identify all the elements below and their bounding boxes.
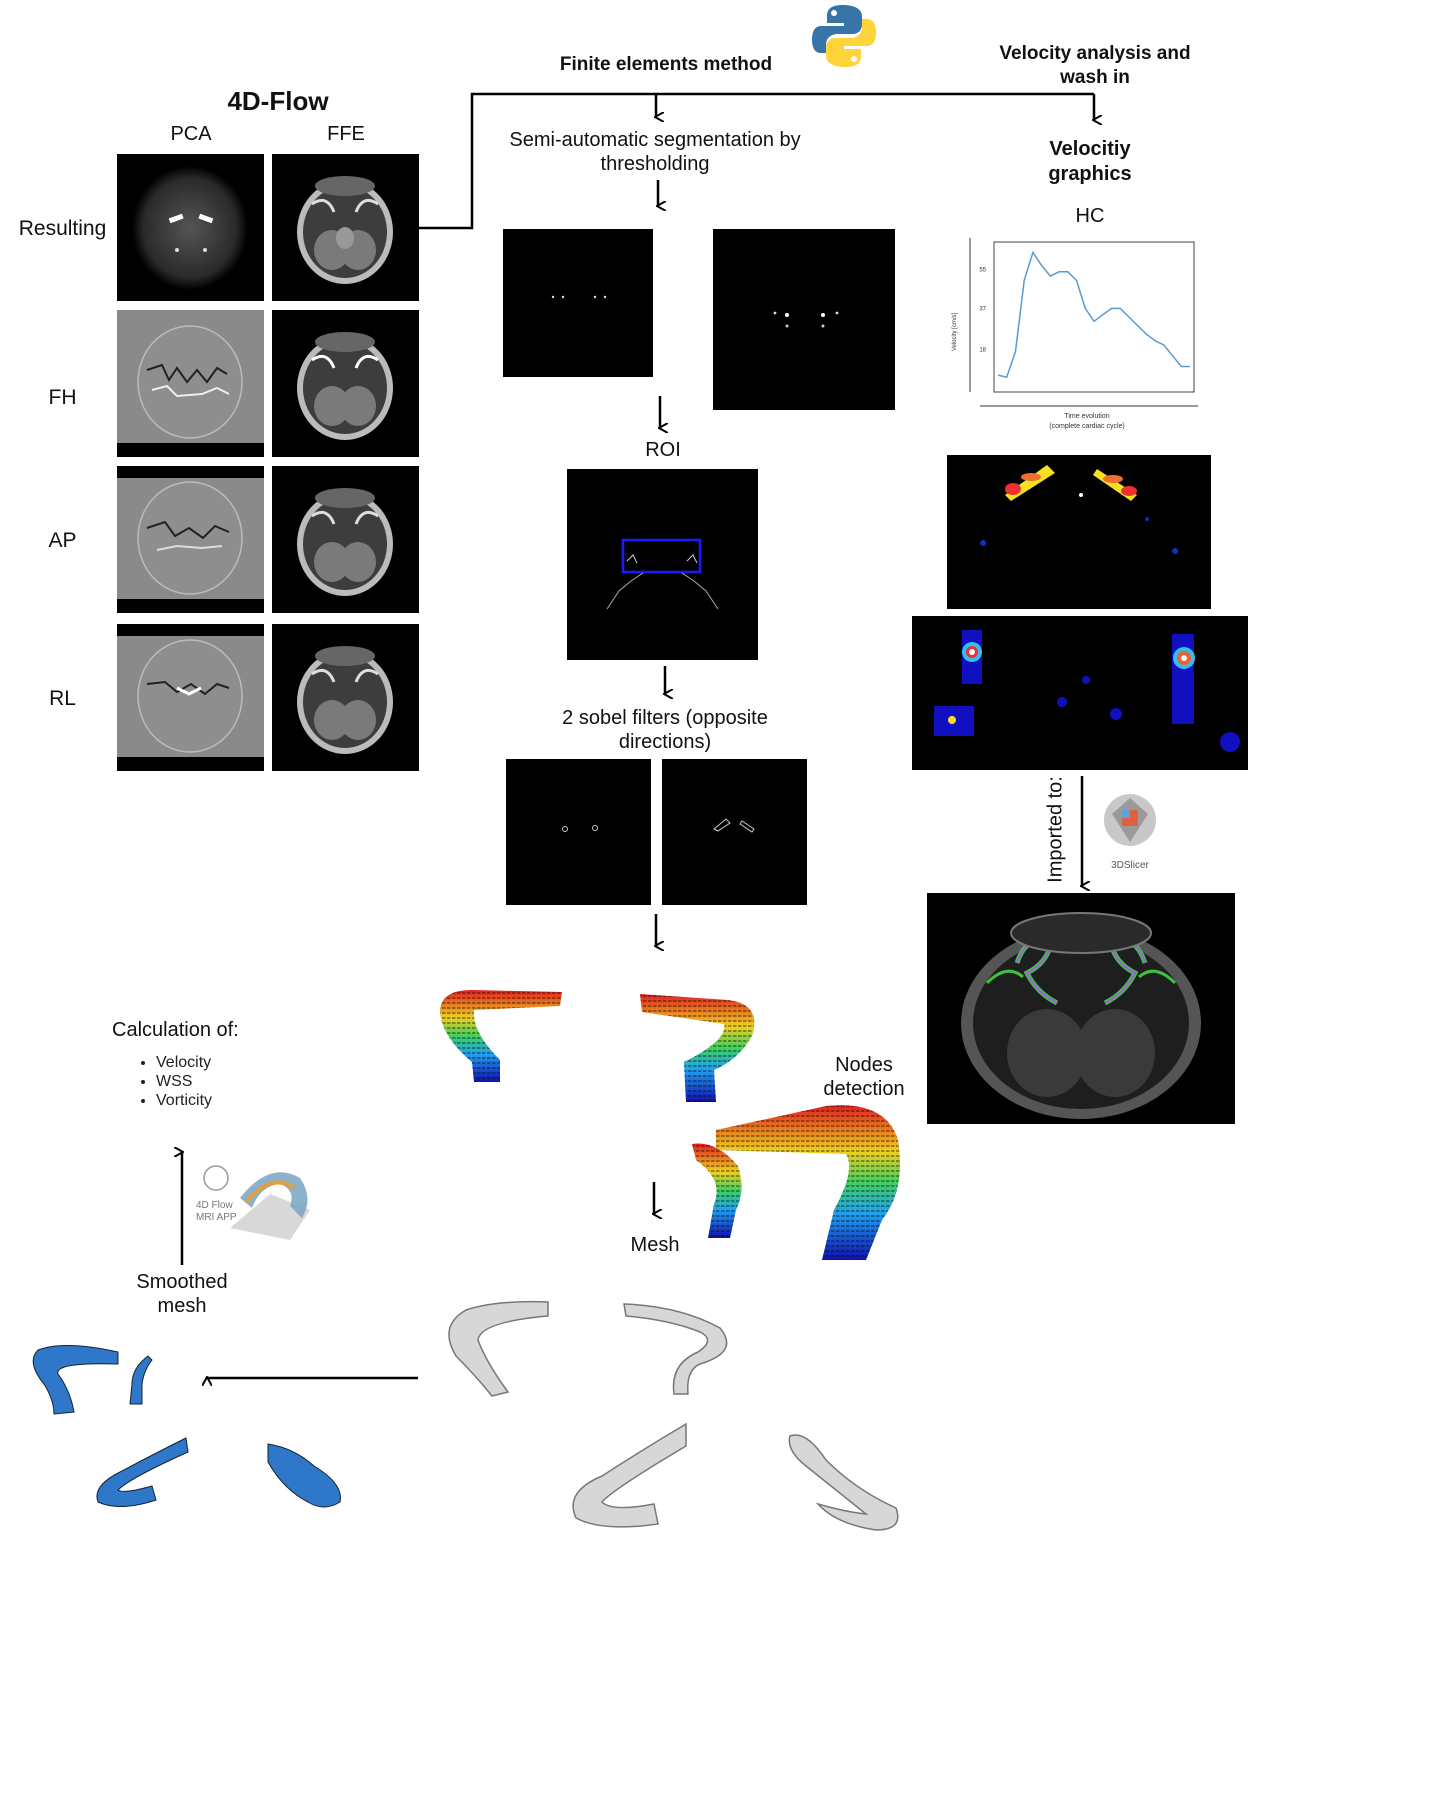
gray-mesh-bottom-right [788, 1434, 899, 1531]
chart-xlabel-2: (complete cardiac cycle) [1049, 423, 1124, 430]
velocity-heatmap-2 [912, 616, 1248, 770]
row-label-fh: FH [48, 386, 77, 409]
nodes-detection-label: Nodes detection [823, 1054, 905, 1100]
pca-resulting-image [117, 154, 264, 301]
fem-label: Finite elements method [559, 54, 773, 75]
velocity-heatmap-1 [947, 455, 1211, 609]
threshold-image-1 [503, 229, 653, 377]
ffe-resulting-image [272, 154, 419, 301]
threshold-image-2 [713, 229, 895, 410]
row-label-ap: AP [48, 529, 77, 552]
node-cloud-right [640, 994, 755, 1102]
col-pca-label: PCA [170, 123, 212, 145]
roi-label: ROI [645, 439, 681, 461]
pca-rl-image [117, 624, 264, 771]
velocity-graphics-label: Velocitiy graphics [1048, 138, 1132, 185]
sobel-label: 2 sobel filters (opposite directions) [562, 707, 768, 753]
calc-item-velocity: Velocity [156, 1053, 212, 1072]
smoothed-mesh-label: Smoothed mesh [136, 1271, 228, 1317]
y-tick-label: 37 [979, 306, 986, 312]
col-ffe-label: FFE [327, 123, 365, 145]
figure-title: 4D-Flow [227, 86, 329, 116]
hc-label: HC [1075, 205, 1105, 227]
3dslicer-logo-text: 3DSlicer [1111, 860, 1149, 871]
roi-image [567, 469, 758, 660]
calculation-label: Calculation of: [112, 1019, 239, 1041]
ffe-fh-image [272, 310, 419, 457]
y-tick-label: 18 [979, 347, 986, 353]
3dslicer-logo: 3DSlicer [1100, 784, 1160, 874]
ffe-ap-image [272, 466, 419, 613]
python-logo [810, 2, 878, 70]
row-label-rl: RL [49, 687, 76, 710]
gray-mesh-bottom-left [572, 1422, 687, 1528]
blue-mesh-top-left [32, 1345, 119, 1415]
node-cloud-large [692, 1105, 900, 1260]
slicer-result-image [927, 893, 1235, 1124]
mri-app-logo-line1: 4D Flow [196, 1200, 233, 1211]
row-label-resulting: Resulting [18, 217, 107, 240]
mri-app-logo: 4D Flow MRI APP [190, 1158, 314, 1240]
sobel-image-1 [506, 759, 651, 905]
gray-mesh-top-left [448, 1300, 549, 1397]
velocity-series-line [997, 250, 1190, 379]
blue-mesh-bottom-left [96, 1437, 189, 1507]
segmentation-label: Semi-automatic segmentation by threshold… [509, 129, 801, 175]
sobel-image-2 [662, 759, 807, 905]
y-tick-label: 55 [979, 268, 986, 274]
node-cloud-left [440, 990, 562, 1082]
pca-fh-image [117, 310, 264, 457]
pca-ap-image [117, 466, 264, 613]
chart-xlabel-1: Time evolution [1064, 413, 1109, 420]
blue-mesh-bottom-right [267, 1443, 341, 1508]
mri-app-logo-line2: MRI APP [196, 1212, 237, 1223]
calc-item-vorticity: Vorticity [156, 1091, 212, 1110]
blue-mesh-top-right [129, 1355, 153, 1405]
calculation-list: Velocity WSS Vorticity [138, 1053, 212, 1110]
plot-frame [993, 241, 1195, 393]
velocity-analysis-label: Velocity analysis and wash in [999, 43, 1191, 88]
imported-to-label: Imported to: [1044, 776, 1067, 883]
ffe-rl-image [272, 624, 419, 771]
calc-item-wss: WSS [156, 1072, 212, 1091]
chart-ylabel: Velocity [cm/s] [952, 312, 958, 351]
velocity-chart: 18 37 55 Velocity [cm/s] Time evolution (c… [952, 238, 1198, 430]
gray-mesh-top-right [623, 1303, 728, 1395]
mesh-label: Mesh [630, 1234, 680, 1256]
